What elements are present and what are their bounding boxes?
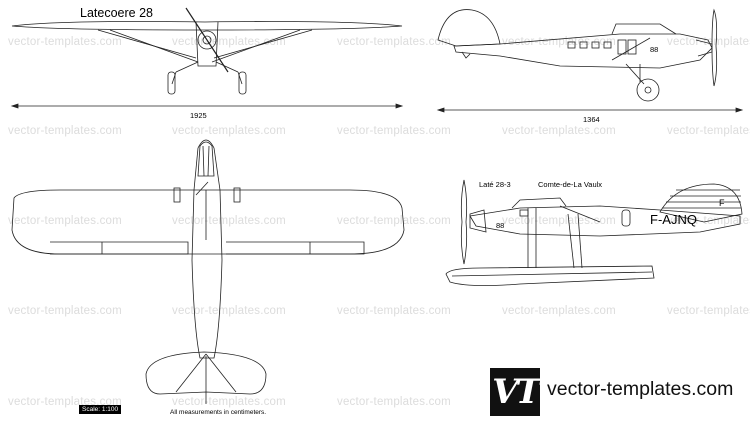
span-dimension-label: 1925 bbox=[190, 111, 207, 120]
side-tail-fin bbox=[437, 9, 501, 47]
side-fuselage bbox=[453, 33, 713, 69]
dimension-arrow bbox=[436, 107, 445, 113]
dimension-arrow bbox=[10, 103, 19, 109]
float-tail-fin bbox=[659, 183, 743, 223]
logo-text[interactable]: vector-templates.com bbox=[547, 378, 734, 400]
front-wheel bbox=[167, 71, 176, 95]
vt-logo-icon: VT bbox=[490, 368, 541, 416]
front-gear-strut bbox=[171, 71, 177, 85]
front-fuselage bbox=[195, 21, 219, 67]
front-gear-strut bbox=[175, 61, 199, 73]
top-elevator-line bbox=[175, 353, 207, 393]
top-cowl-line bbox=[207, 145, 210, 177]
watermark-text: vector-templates.com bbox=[172, 396, 286, 408]
side-wheel bbox=[636, 78, 660, 102]
front-view bbox=[10, 7, 404, 109]
front-engine-hub bbox=[202, 35, 212, 45]
float-engine-cowl bbox=[469, 209, 487, 233]
float-propeller bbox=[460, 179, 468, 265]
side-window bbox=[591, 41, 600, 49]
float-door bbox=[621, 209, 631, 227]
top-wheel bbox=[233, 187, 241, 203]
top-fuselage bbox=[191, 139, 223, 359]
float-strut bbox=[559, 205, 601, 223]
front-wing bbox=[11, 21, 403, 31]
watermark-text: vector-templates.com bbox=[8, 125, 122, 137]
top-wing bbox=[11, 189, 405, 255]
front-gear-strut bbox=[215, 61, 239, 73]
watermark-text: vector-templates.com bbox=[337, 36, 451, 48]
float-hull-line bbox=[451, 271, 653, 277]
side-cockpit bbox=[611, 23, 677, 35]
top-wheel bbox=[173, 187, 181, 203]
watermark-text: vector-templates.com bbox=[172, 36, 286, 48]
watermark-text: vector-templates.com bbox=[337, 125, 451, 137]
side-door bbox=[617, 39, 627, 55]
watermark-text: vector-templates.com bbox=[172, 125, 286, 137]
watermark-text: vector-templates.com bbox=[8, 305, 122, 317]
side-tail-skid bbox=[461, 51, 471, 59]
fuselage-marking-label: 88 bbox=[496, 221, 505, 230]
side-window bbox=[579, 41, 588, 49]
side-strut bbox=[625, 63, 645, 85]
side-window bbox=[603, 41, 612, 49]
float-cockpit bbox=[511, 197, 567, 209]
tail-letter-label: F bbox=[719, 198, 725, 208]
watermark-text: vector-templates.com bbox=[502, 215, 616, 227]
top-aileron bbox=[50, 241, 189, 255]
float-fuselage bbox=[469, 205, 741, 237]
floatplane-view bbox=[445, 179, 743, 286]
watermark-text: vector-templates.com bbox=[8, 36, 122, 48]
front-engine-cowl bbox=[197, 30, 217, 50]
watermark-text: vector-templates.com bbox=[502, 305, 616, 317]
side-strut bbox=[611, 37, 651, 61]
drawing-title: Latecoere 28 bbox=[80, 6, 153, 20]
watermark-text: vector-templates.com bbox=[337, 215, 451, 227]
length-dimension-label: 1364 bbox=[583, 115, 600, 124]
watermark-text: vector-templates.com bbox=[172, 305, 286, 317]
front-strut bbox=[213, 29, 313, 59]
float-hull bbox=[445, 265, 655, 286]
top-engine-nacelle bbox=[197, 141, 215, 177]
watermark-text: vector-templates.com bbox=[667, 305, 750, 317]
top-cowl-line bbox=[202, 145, 205, 177]
front-strut bbox=[97, 29, 197, 59]
top-strut bbox=[195, 181, 209, 196]
side-marking-label: 88 bbox=[650, 45, 659, 54]
watermark-text: vector-templates.com bbox=[667, 36, 750, 48]
front-gear-strut bbox=[237, 71, 243, 85]
watermark-text: vector-templates.com bbox=[337, 396, 451, 408]
front-strut bbox=[211, 29, 301, 63]
top-elevator-line bbox=[205, 353, 237, 393]
scale-badge: Scale: 1:100 bbox=[79, 405, 122, 414]
side-view bbox=[436, 8, 744, 113]
watermark-text: vector-templates.com bbox=[8, 215, 122, 227]
front-strut bbox=[109, 29, 199, 63]
watermark-text: vector-templates.com bbox=[337, 305, 451, 317]
side-propeller bbox=[711, 8, 718, 87]
variant-label: Laté 28-3 bbox=[479, 180, 511, 189]
aircraft-name-label: Comte-de-La Vaulx bbox=[538, 180, 603, 189]
top-tailplane bbox=[145, 351, 267, 395]
side-wheel-hub bbox=[644, 86, 652, 94]
front-wheel bbox=[238, 71, 247, 95]
top-aileron bbox=[226, 241, 365, 255]
registration-label: F-AJNQ bbox=[650, 212, 697, 227]
measurement-note: All measurements in centimeters. bbox=[170, 409, 267, 416]
float-window bbox=[519, 209, 529, 217]
watermark-text: vector-templates.com bbox=[172, 215, 286, 227]
side-door bbox=[627, 39, 637, 55]
front-propeller bbox=[185, 7, 229, 73]
watermark-text: vector-templates.com bbox=[667, 125, 750, 137]
watermark-text: vector-templates.com bbox=[502, 125, 616, 137]
float-strut bbox=[577, 213, 583, 269]
side-window bbox=[567, 41, 576, 49]
dimension-arrow bbox=[395, 103, 404, 109]
top-view bbox=[11, 139, 405, 404]
dimension-arrow bbox=[735, 107, 744, 113]
float-strut bbox=[567, 213, 575, 269]
